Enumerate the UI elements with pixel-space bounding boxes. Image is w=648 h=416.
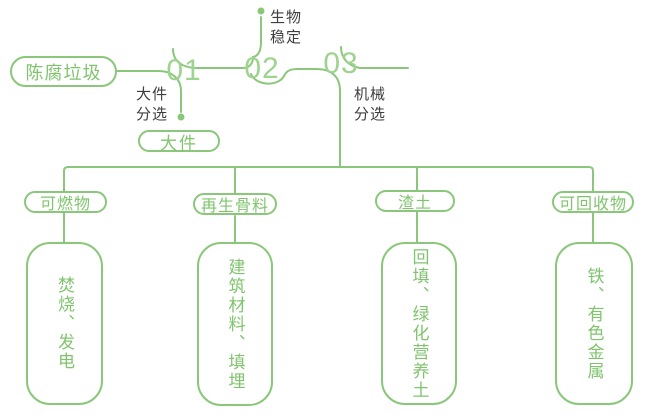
stage-label-bio-stabilization: 生物 稳定 (270, 8, 302, 48)
result-text: 回填、绿化营养土 (409, 247, 429, 400)
result-box-building-materials-landfill: 建筑材料、填埋 (197, 242, 273, 406)
branch-label: 可回收物 (558, 196, 627, 213)
stage-label-mechanical-sorting: 机械 分选 (354, 85, 386, 125)
result-text: 焚烧、发电 (55, 276, 74, 371)
branch-label: 渣土 (397, 195, 432, 212)
line-arc-stage03-tail (340, 46, 409, 69)
stage-number-01: 01 (166, 54, 202, 87)
branch-pill-combustibles: 可燃物 (24, 191, 107, 213)
result-box-iron-nonferrous-metals: 铁、有色金属 (555, 242, 633, 405)
line-bio-drop (252, 16, 262, 58)
stage-label-bulky-sorting: 大件 分选 (136, 85, 168, 125)
branch-label: 可燃物 (39, 196, 91, 213)
stage-label-line: 生物 (270, 9, 303, 26)
bio-endpoint-dot (257, 7, 265, 15)
line-distribution-bus (63, 166, 594, 192)
result-box-backfill-nutrient-soil: 回填、绿化营养土 (381, 242, 457, 405)
bulky-endpoint-dot (177, 113, 185, 121)
source-label: 陈腐垃圾 (25, 62, 102, 83)
line-stage02-to-03-and-main-drop (250, 68, 341, 168)
stage-label-line: 分选 (136, 106, 169, 123)
result-text: 铁、有色金属 (584, 266, 604, 381)
stage-label-line: 机械 (354, 86, 387, 103)
branch-pill-recyclables: 可回收物 (552, 191, 634, 213)
node-source: 陈腐垃圾 (10, 56, 117, 87)
node-bulky-output: 大件 (138, 130, 220, 153)
stage-number-03: 03 (323, 47, 359, 80)
stage-label-line: 稳定 (270, 29, 303, 46)
line-source-to-bulky (116, 70, 182, 113)
bulky-output-label: 大件 (160, 133, 198, 153)
stage-label-line: 大件 (136, 86, 169, 103)
line-arc-stage01-to-02 (172, 48, 254, 69)
result-box-incineration-power: 焚烧、发电 (26, 242, 103, 405)
stage-label-line: 分选 (354, 106, 387, 123)
branch-pill-slag-soil: 渣土 (375, 190, 455, 212)
result-text: 建筑材料、填埋 (225, 257, 245, 391)
stage-number-02: 02 (244, 52, 280, 85)
branch-label: 再生骨料 (200, 198, 269, 215)
branch-pill-recycled-aggregate: 再生骨料 (193, 193, 277, 215)
